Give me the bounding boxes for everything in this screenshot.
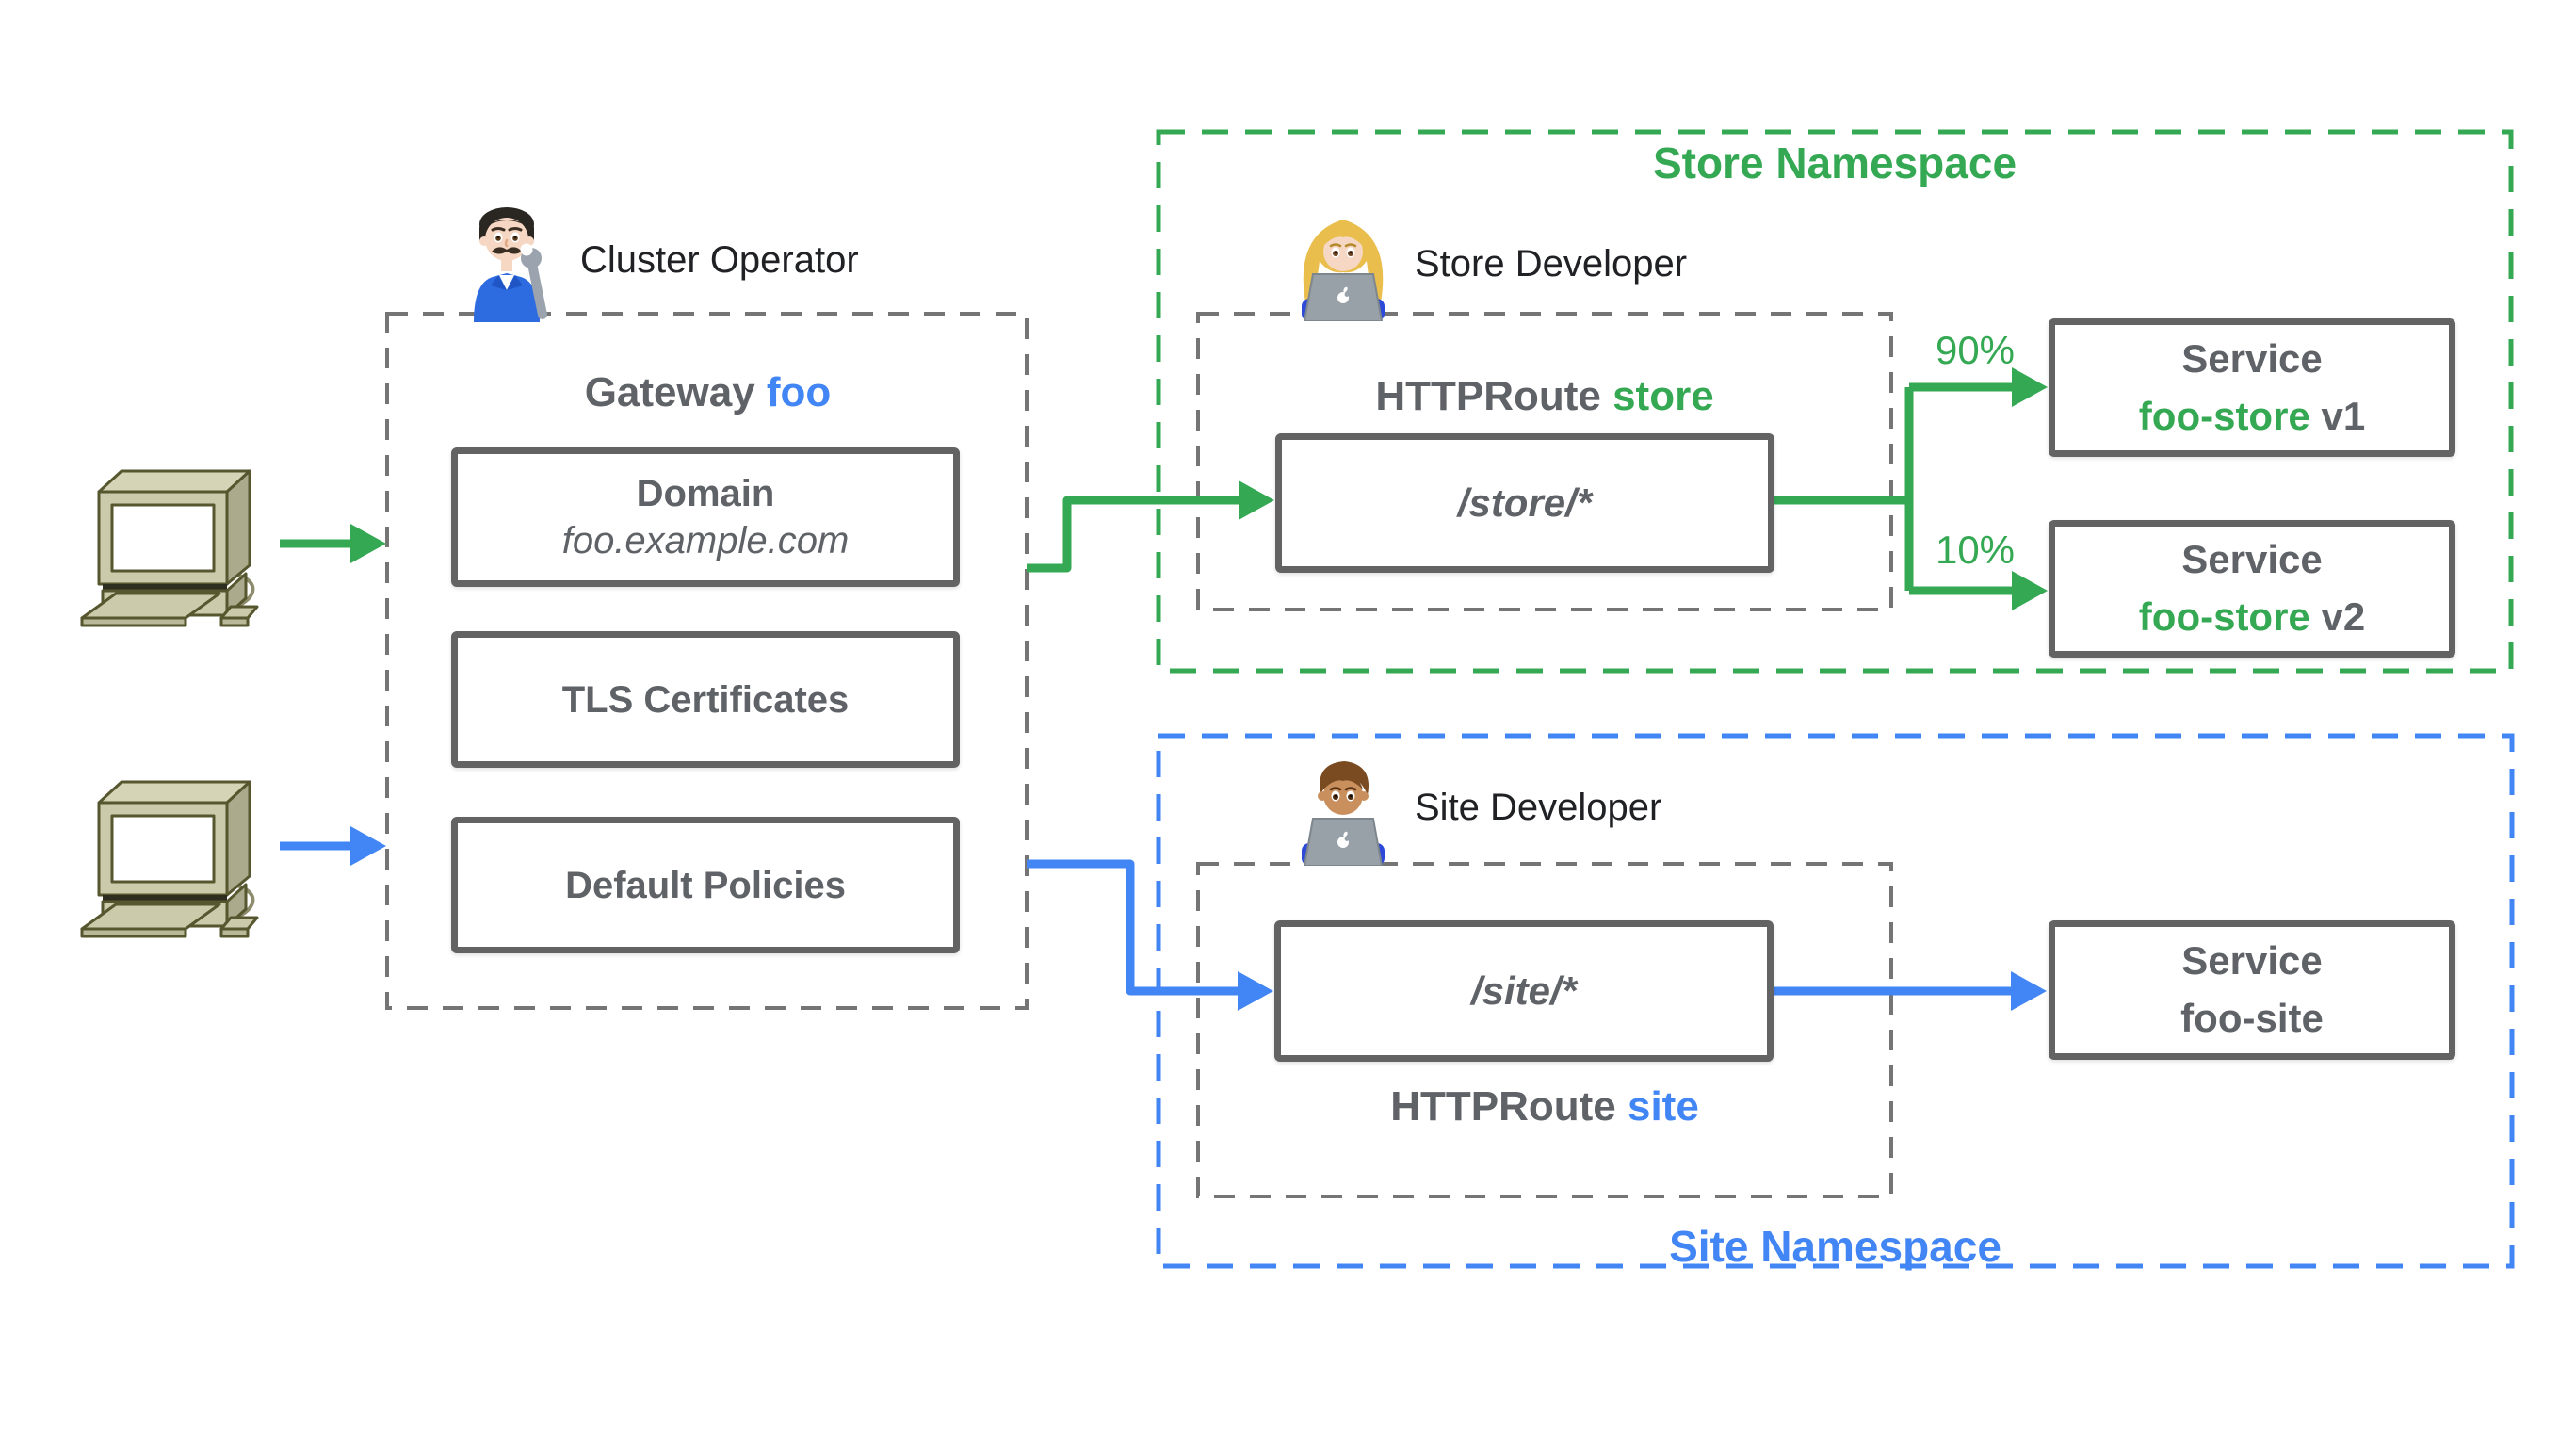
domain-box-value: foo.example.com — [561, 520, 850, 561]
store-developer-label: Store Developer — [1415, 243, 1688, 285]
service-foo-store-v2-box: Service foo-store v2 — [2049, 520, 2455, 658]
default-policies-box: Default Policies — [451, 817, 960, 953]
httproute-store-title: HTTPRoute store — [1198, 373, 1891, 420]
woman-technologist-icon — [1302, 220, 1385, 321]
service-v2-name-line: foo-store v2 — [2139, 589, 2365, 646]
store-route-split-line — [1773, 382, 2012, 595]
green-traffic-lines — [280, 382, 2012, 595]
site-namespace-box — [1156, 733, 2515, 1269]
man-mechanic-icon — [474, 207, 547, 322]
gateway-to-site-route-line — [1027, 859, 1238, 996]
store-namespace-box — [1156, 129, 2514, 674]
service-v2-version: v2 — [2321, 594, 2366, 639]
service-foo-site-box: Service foo-site — [2049, 920, 2455, 1060]
service-v1-version: v1 — [2321, 393, 2366, 438]
arrowhead-foo-store-v1 — [2012, 367, 2048, 407]
httproute-site-prefix: HTTPRoute — [1390, 1083, 1628, 1130]
gateway-title: Gateway foo — [389, 369, 1027, 416]
blue-traffic-lines — [280, 841, 2011, 996]
gateway-title-prefix: Gateway — [584, 369, 767, 415]
gateway-to-store-route-line — [1027, 496, 1239, 573]
blue-arrowheads — [350, 826, 2047, 1011]
cluster-operator-label: Cluster Operator — [580, 239, 859, 281]
httproute-store-box — [1196, 312, 1893, 611]
site-path-label: /site/* — [1470, 968, 1578, 1013]
store-path-label: /store/* — [1457, 480, 1593, 525]
arrowhead-client2 — [350, 826, 386, 866]
store-path-box: /store/* — [1275, 433, 1774, 573]
httproute-site-name: site — [1627, 1083, 1699, 1130]
site-path-box: /site/* — [1274, 920, 1774, 1062]
client2-computer-icon — [80, 780, 259, 938]
domain-box: Domain foo.example.com — [451, 447, 960, 587]
arrowhead-client1 — [350, 524, 386, 563]
gateway-box — [385, 312, 1029, 1010]
service-foo-store-v1-box: Service foo-store v1 — [2049, 318, 2455, 457]
httproute-store-prefix: HTTPRoute — [1375, 373, 1613, 419]
tls-certificates-label: TLS Certificates — [561, 678, 850, 721]
green-arrowheads — [350, 367, 2048, 610]
arrowhead-foo-site — [2011, 971, 2047, 1011]
service-v1-name-line: foo-store v1 — [2139, 388, 2365, 446]
httproute-store-name: store — [1612, 373, 1714, 419]
httproute-site-box — [1196, 862, 1893, 1198]
client1-computer-icon — [80, 469, 259, 627]
site-developer-label: Site Developer — [1415, 787, 1662, 828]
store-namespace-label: Store Namespace — [1652, 138, 2017, 187]
service-v1-name: foo-store — [2138, 393, 2310, 438]
site-namespace-label: Site Namespace — [1669, 1222, 2001, 1271]
service-v2-type: Service — [2181, 537, 2323, 582]
weight-90-label: 90% — [1935, 328, 2016, 372]
httproute-site-title: HTTPRoute site — [1198, 1083, 1891, 1130]
service-site-type: Service — [2181, 938, 2323, 984]
man-technologist-icon — [1302, 761, 1385, 866]
arrowhead-foo-store-v2 — [2012, 571, 2048, 610]
default-policies-label: Default Policies — [565, 864, 846, 906]
arrowhead-site-route — [1238, 971, 1273, 1011]
service-site-name: foo-site — [2180, 996, 2324, 1040]
arrowhead-store-route — [1239, 480, 1274, 520]
tls-certificates-box: TLS Certificates — [451, 631, 960, 768]
service-v1-type: Service — [2181, 335, 2323, 381]
domain-box-title: Domain — [636, 473, 775, 514]
weight-10-label: 10% — [1935, 528, 2016, 572]
service-v2-name: foo-store — [2138, 594, 2310, 639]
gateway-name: foo — [766, 369, 832, 415]
